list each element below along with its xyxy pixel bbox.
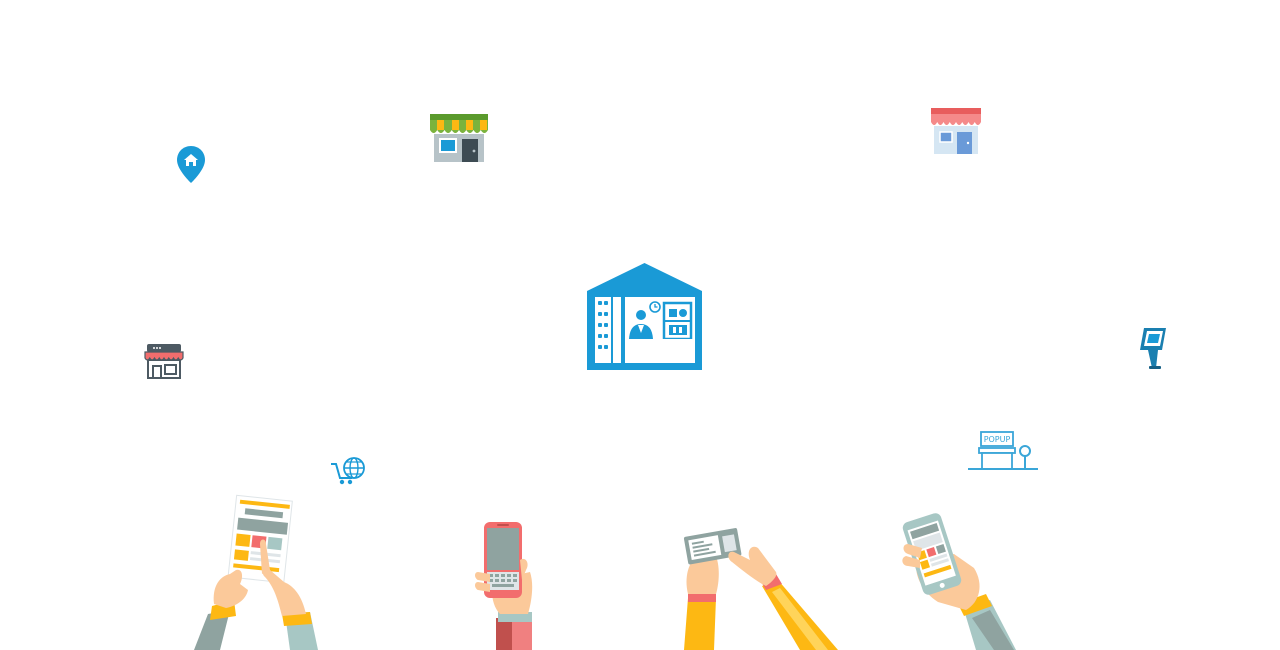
warehouse-store-icon bbox=[587, 263, 702, 371]
hands-tablet-illustration bbox=[190, 494, 325, 650]
hand-phone-illustration bbox=[470, 520, 540, 650]
popup-label: POPUP bbox=[984, 435, 1011, 444]
location-pin-icon bbox=[177, 146, 205, 184]
popup-stand-icon: POPUP bbox=[966, 430, 1040, 472]
green-awning-shop-icon bbox=[430, 114, 488, 164]
red-awning-shop-icon bbox=[931, 108, 981, 156]
kiosk-icon bbox=[1138, 328, 1168, 370]
hand-app-phone-illustration bbox=[898, 513, 1018, 650]
hands-card-illustration bbox=[680, 526, 840, 650]
cart-globe-icon bbox=[330, 456, 366, 486]
outline-store-icon bbox=[144, 344, 184, 380]
